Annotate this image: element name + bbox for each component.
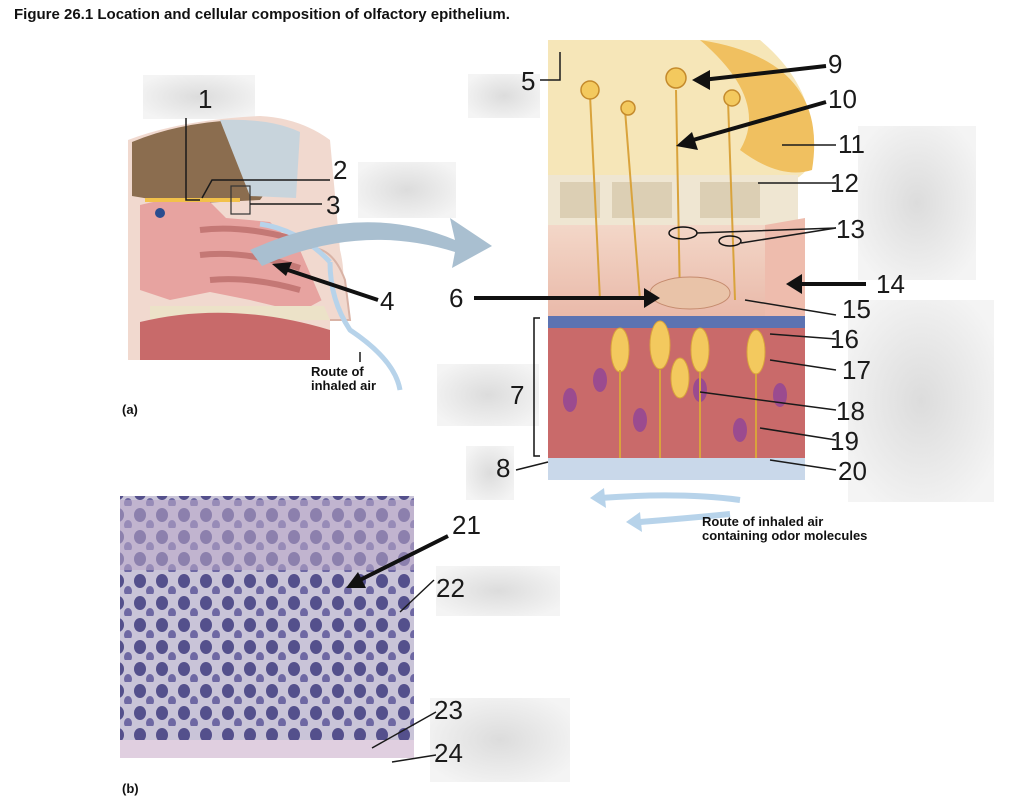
- label-6: 6: [449, 283, 464, 313]
- leader-lines-a: [185, 118, 361, 362]
- inhaled-air-path-b: [599, 492, 741, 525]
- arrow-21: [355, 534, 449, 584]
- answer-boxes: [143, 74, 994, 782]
- panel-tag-a: (a): [122, 402, 138, 417]
- label-23: 23: [434, 695, 463, 725]
- label-7: 7: [510, 380, 525, 410]
- label-20: 20: [838, 456, 867, 486]
- zoom-arrow: [250, 218, 492, 268]
- leader-lines-epithelium: [515, 52, 837, 471]
- arrows-epithelium: [474, 64, 866, 308]
- inhaled-air-caption-b: Route of inhaled air containing odor mol…: [702, 514, 868, 543]
- answer-box-1: [143, 75, 255, 119]
- answer-box-7: [437, 364, 539, 426]
- label-18: 18: [836, 396, 865, 426]
- label-19: 19: [830, 426, 859, 456]
- label-15: 15: [842, 294, 871, 324]
- label-11: 11: [838, 129, 865, 159]
- label-3: 3: [326, 190, 341, 220]
- answer-box-2: [358, 162, 456, 218]
- label-1: 1: [198, 84, 213, 114]
- label-2: 2: [333, 155, 348, 185]
- inhaled-air-caption-a: Route of inhaled air: [311, 364, 377, 393]
- label-22: 22: [436, 573, 465, 603]
- panel-tag-b: (b): [122, 781, 139, 796]
- label-17: 17: [842, 355, 871, 385]
- label-13: 13: [836, 214, 865, 244]
- label-8: 8: [496, 453, 511, 483]
- head-section-illustration: [128, 116, 352, 360]
- label-10: 10: [828, 84, 857, 114]
- label-4: 4: [380, 286, 395, 316]
- label-16: 16: [830, 324, 859, 354]
- label-5: 5: [521, 66, 536, 96]
- label-14: 14: [876, 269, 905, 299]
- epithelium-illustration: [533, 40, 815, 480]
- answer-box-5: [468, 74, 540, 118]
- answer-box-22: [436, 566, 560, 616]
- answer-box-right-bottom: [848, 300, 994, 502]
- answer-box-23-24: [430, 698, 570, 782]
- arrow-4: [281, 266, 379, 302]
- figure-title: Figure 26.1 Location and cellular compos…: [14, 6, 510, 23]
- leader-lines-b: [371, 579, 437, 763]
- label-12: 12: [830, 168, 859, 198]
- label-24: 24: [434, 738, 463, 768]
- answer-box-right-top: [858, 126, 976, 280]
- label-21: 21: [452, 510, 481, 540]
- label-9: 9: [828, 49, 843, 79]
- histology-micrograph: [120, 496, 414, 758]
- answer-box-8: [466, 446, 514, 500]
